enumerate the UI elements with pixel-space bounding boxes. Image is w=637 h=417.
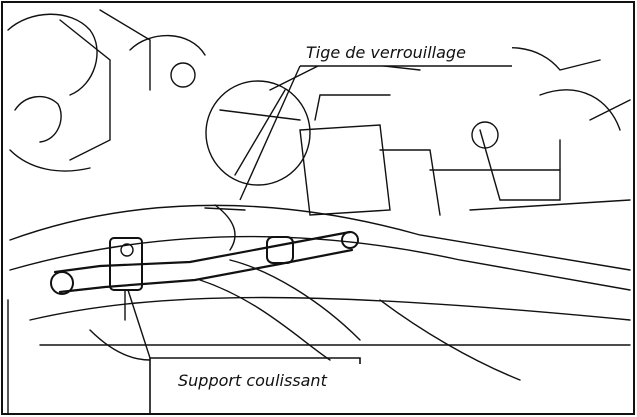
callout-label-top: Tige de verrouillage bbox=[306, 43, 466, 62]
callout-background bbox=[300, 38, 512, 66]
callout-tige-de-verrouillage: Tige de verrouillage bbox=[239, 38, 512, 201]
dial-shape bbox=[205, 80, 311, 186]
callout-label-bottom: Support coulissant bbox=[178, 371, 328, 390]
mechanism-illustration bbox=[7, 9, 631, 415]
callout-leader-line bbox=[127, 289, 151, 359]
callout-bracket-top bbox=[150, 357, 361, 364]
callout-support-coulissant: Support coulissant bbox=[127, 289, 361, 414]
callout-background bbox=[150, 364, 360, 394]
callout-leader-line bbox=[239, 65, 301, 201]
